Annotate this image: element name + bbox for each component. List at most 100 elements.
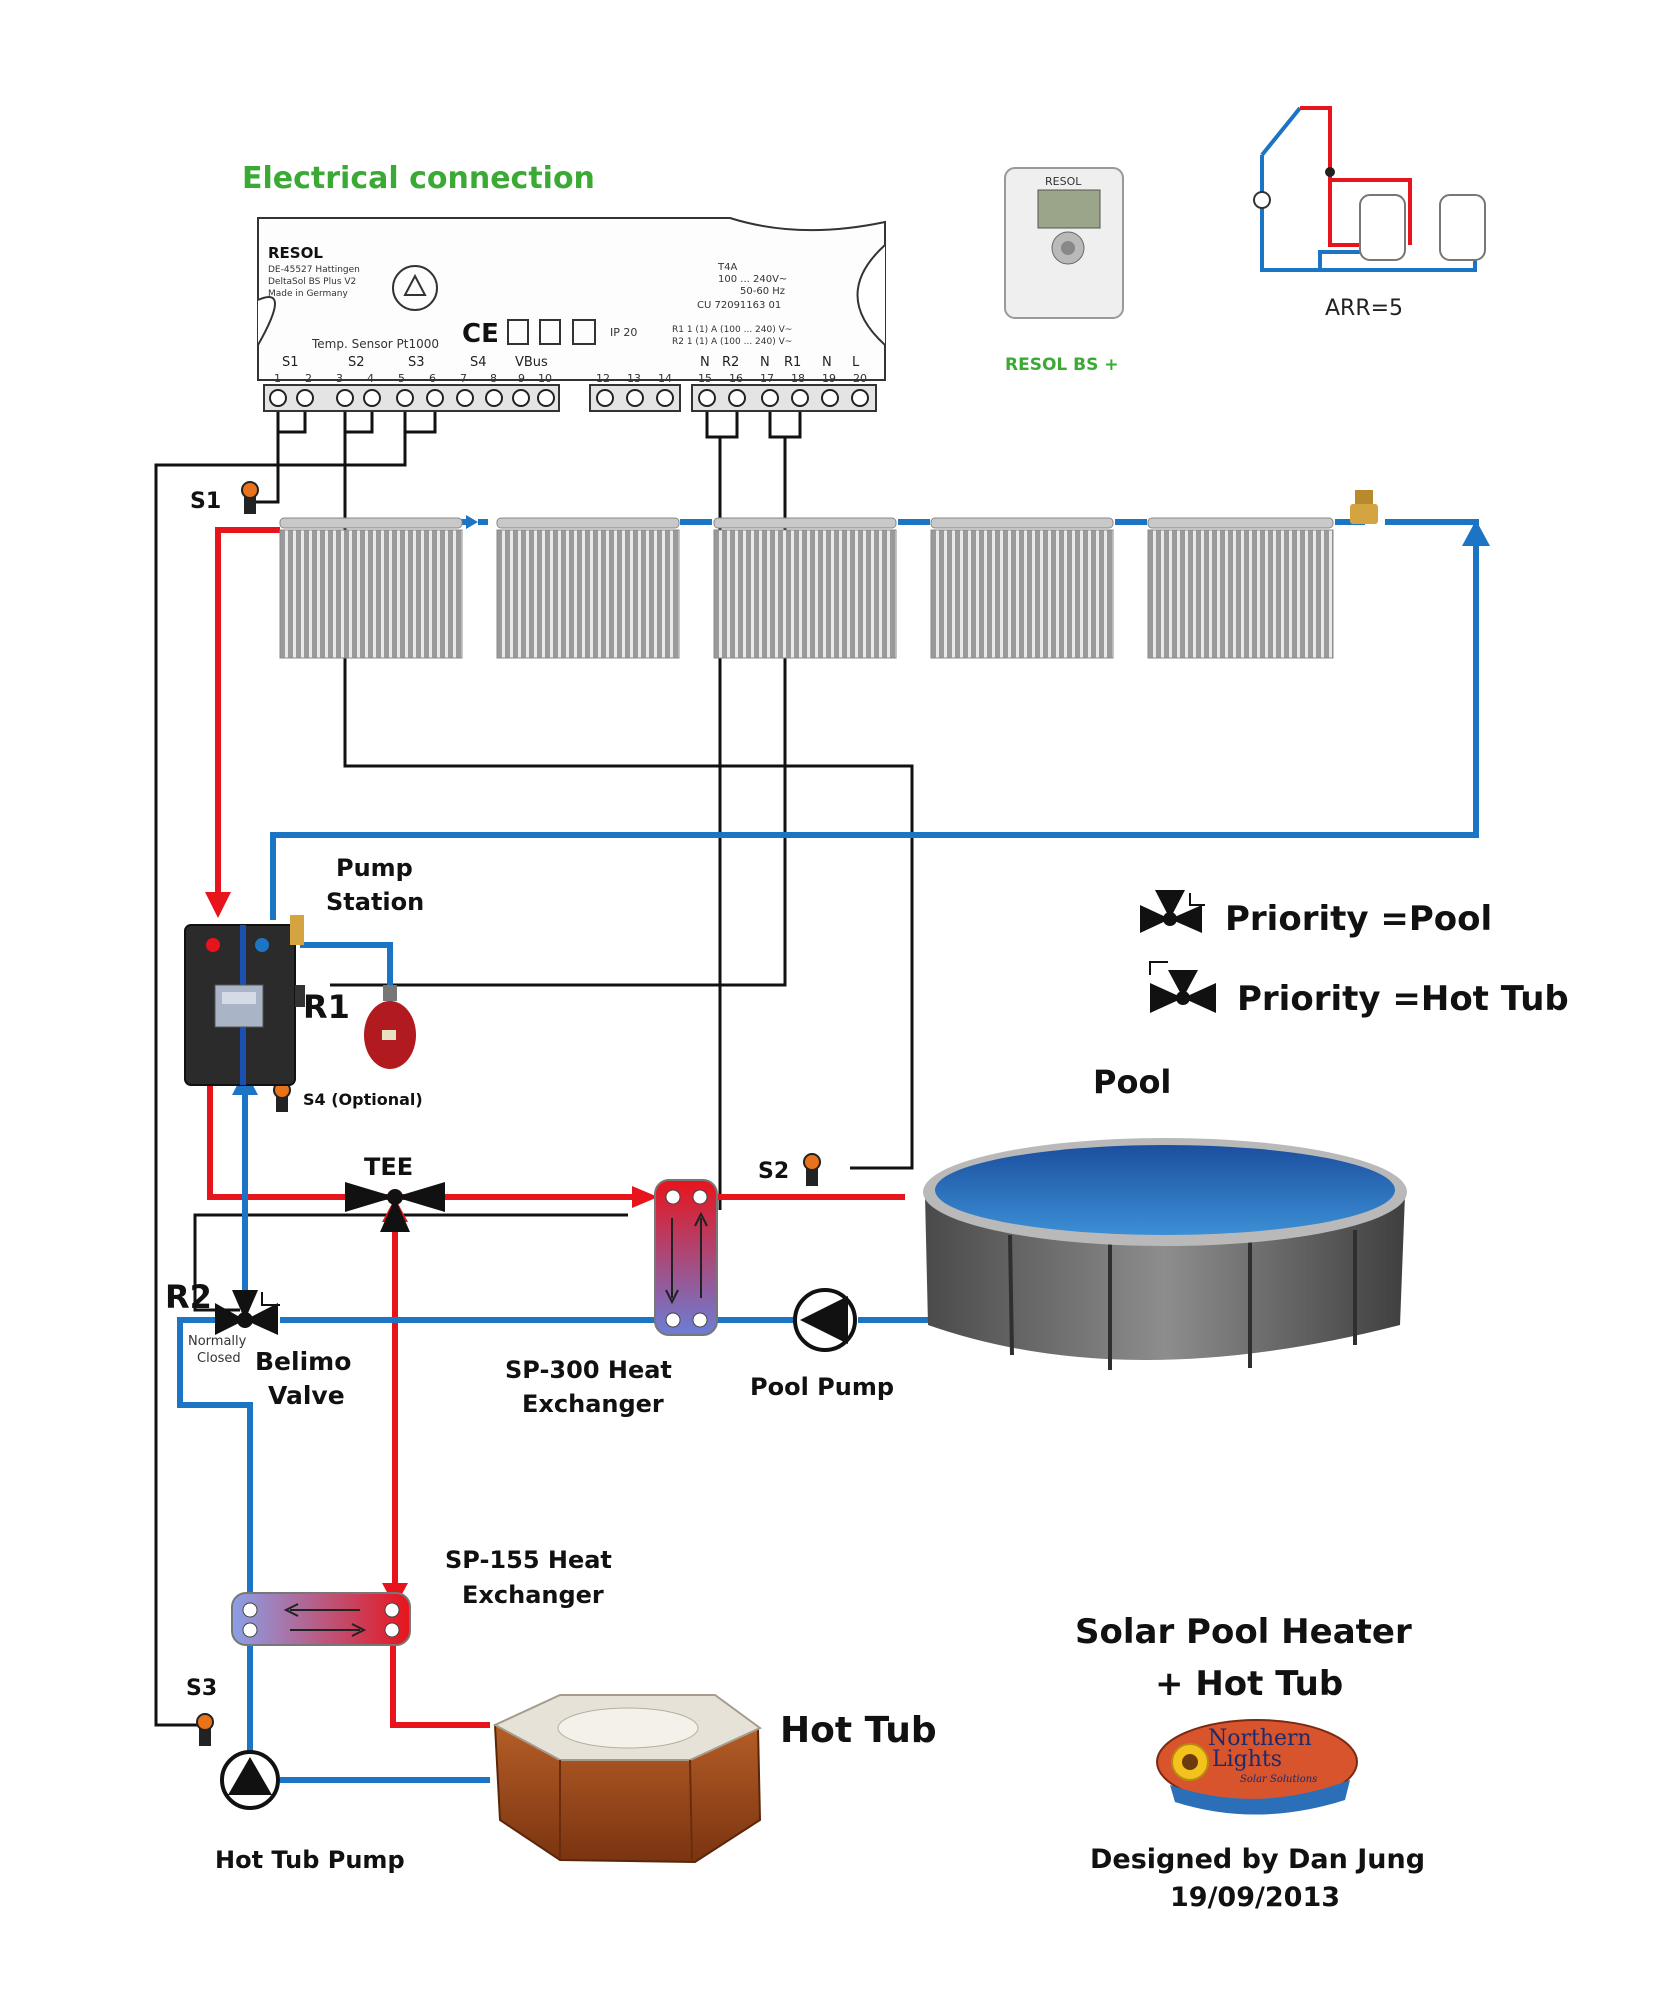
cold-valve-down	[177, 1317, 253, 1615]
terminal-number: 13	[627, 372, 641, 385]
expansion-tank-icon	[364, 985, 416, 1069]
sp300-label-2: Exchanger	[522, 1390, 664, 1418]
hot-sp155-to-tub	[390, 1640, 490, 1728]
northern-lights-logo: Northern Lights Solar Solutions	[1156, 1719, 1358, 1815]
relay-line-2: R2 1 (1) A (100 ... 240) V~	[672, 337, 792, 347]
wire-s1-drop	[250, 432, 280, 504]
tee-valve-icon	[345, 1182, 445, 1232]
hot-tub-image	[492, 1694, 762, 1864]
wire-s1	[276, 395, 307, 434]
priority-pool-valve-icon	[1140, 890, 1205, 933]
design-date: 19/09/2013	[1170, 1882, 1340, 1913]
terminal-number: 10	[538, 372, 552, 385]
legend-priority-hot-tub: Priority =Hot Tub	[1237, 979, 1569, 1019]
belimo-valve-icon	[215, 1290, 280, 1335]
wire-valve	[193, 1213, 628, 1312]
relay-label-r2: R2	[722, 355, 739, 370]
terminal-number: 4	[367, 372, 374, 385]
electrical-connection-title: Electrical connection	[242, 161, 595, 196]
fuse-line-3: 50-60 Hz	[740, 286, 785, 297]
relay-label-n3: N	[822, 355, 832, 370]
collector-panel	[1147, 517, 1334, 659]
terminal-number: 1	[274, 372, 281, 385]
scheme-caption: ARR=5	[1325, 296, 1403, 321]
pool-label: Pool	[1093, 1063, 1171, 1101]
pump-station	[184, 915, 305, 1086]
sensor-s2-label: S2	[758, 1159, 789, 1184]
manual-icon	[507, 319, 596, 345]
terminal-numbers: 1 2 3 4 5 6 7 8 9 10 12 13 14 15 16 17 1…	[274, 372, 867, 385]
fuse-line-1: T4A	[717, 262, 737, 273]
sensor-s1-icon	[241, 481, 259, 514]
logo-line-1: Northern	[1208, 1726, 1312, 1751]
pump-station-label-2: Station	[326, 888, 424, 916]
controller-terminal-plate: RESOL DE-45527 Hattingen DeltaSol BS Plu…	[257, 217, 886, 412]
hot-pipes	[207, 527, 905, 1728]
cold-collector-return	[270, 519, 1479, 920]
sensor-group-s1: S1	[282, 355, 299, 370]
sp300-label-1: SP-300 Heat	[505, 1356, 672, 1384]
collector-panel	[496, 517, 680, 659]
normally-closed-1: Normally	[188, 1334, 247, 1349]
cold-pipes	[177, 519, 1479, 1783]
terminal-number: 15	[698, 372, 712, 385]
hot-tub-pump-label: Hot Tub Pump	[215, 1846, 405, 1874]
terminal-number: 3	[336, 372, 343, 385]
collector-panel	[930, 517, 1114, 659]
terminal-number: 18	[791, 372, 805, 385]
controller-brand: RESOL	[268, 244, 323, 262]
tee-label: TEE	[364, 1153, 413, 1181]
solar-collectors	[279, 517, 1334, 659]
belimo-label-2: Valve	[268, 1381, 345, 1410]
sensor-s1-label: S1	[190, 489, 221, 514]
device-caption: RESOL BS +	[1005, 355, 1119, 375]
r2-label: R2	[165, 1278, 212, 1316]
terminal-number: 20	[853, 372, 867, 385]
sp155-heat-exchanger	[231, 1592, 411, 1646]
ip-rating: IP 20	[610, 326, 637, 339]
sensor-group-s3: S3	[408, 355, 425, 370]
certification-mark-icon	[392, 265, 438, 311]
terminal-number: 9	[518, 372, 525, 385]
terminal-block-aux	[589, 384, 681, 412]
sensor-s3-label: S3	[186, 1676, 217, 1701]
hot-collector-to-station	[215, 527, 280, 905]
sensor-caption: Temp. Sensor Pt1000	[311, 337, 439, 351]
controller-info-2: DeltaSol BS Plus V2	[268, 277, 356, 287]
title-line-1: Solar Pool Heater	[1075, 1612, 1412, 1652]
collector-panel	[713, 517, 897, 659]
belimo-label-1: Belimo	[255, 1347, 351, 1376]
relay-line-1: R1 1 (1) A (100 ... 240) V~	[672, 325, 792, 335]
wire-r2	[705, 395, 739, 439]
terminal-number: 19	[822, 372, 836, 385]
pool-pump-icon	[793, 1288, 857, 1352]
sensor-group-vbus: VBus	[515, 355, 548, 370]
r1-label: R1	[303, 988, 350, 1026]
sensor-s4-icon	[273, 1081, 291, 1112]
normally-closed-2: Closed	[197, 1351, 241, 1366]
sp155-label-1: SP-155 Heat	[445, 1546, 612, 1574]
sensor-s2-icon	[803, 1153, 821, 1186]
fuse-line-2: 100 ... 240V~	[718, 274, 787, 285]
sensor-s3-icon	[196, 1713, 214, 1746]
relay-label-n2: N	[760, 355, 770, 370]
pump-station-label-1: Pump	[336, 854, 413, 882]
logo-line-3: Solar Solutions	[1240, 1774, 1317, 1785]
air-vent-icon	[1350, 490, 1378, 524]
logo-line-2: Lights	[1212, 1747, 1282, 1772]
sensor-group-s2: S2	[348, 355, 365, 370]
terminal-number: 2	[305, 372, 312, 385]
relay-label-r1: R1	[784, 355, 801, 370]
collector-flow-arrow	[466, 515, 478, 529]
terminal-block-sensors	[263, 384, 560, 412]
sensor-group-s4: S4	[470, 355, 487, 370]
controller-info-3: Made in Germany	[268, 289, 348, 299]
wire-s3-run	[154, 432, 407, 1727]
hot-tub-pump-icon	[220, 1750, 280, 1810]
ce-mark: CE	[462, 319, 499, 349]
terminal-number: 16	[729, 372, 743, 385]
scheme-icon	[1253, 106, 1486, 272]
hot-station-to-tee	[207, 1085, 648, 1200]
relay-label-l: L	[852, 355, 860, 370]
priority-hot-tub-valve-icon	[1149, 961, 1216, 1013]
